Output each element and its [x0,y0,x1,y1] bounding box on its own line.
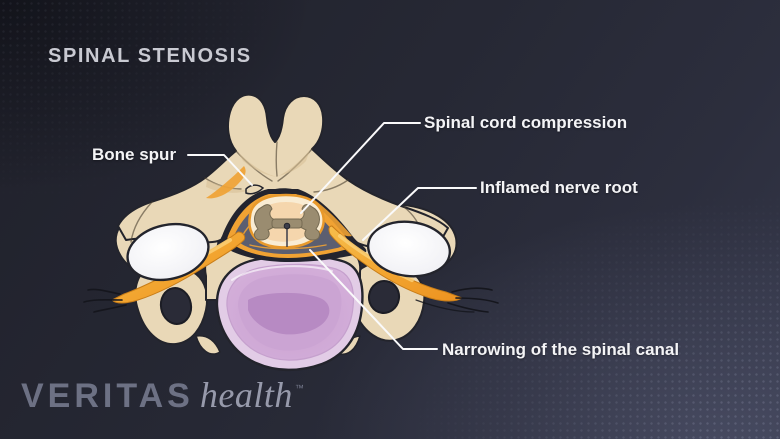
veritas-health-logo: VERITAS health ™ [21,374,304,416]
nerve-fibers-right [415,287,499,313]
spinal-cord [248,193,325,249]
disc-highlight [231,265,333,281]
leader-line-narrowing [309,249,438,350]
bone-tubercle-left [195,334,221,355]
gray-matter [253,204,321,241]
facet-joint-right [366,220,452,278]
nerve-fibers-left [83,288,127,313]
page-title: SPINAL STENOSIS [48,45,252,67]
leader-line-inflamed-root [362,187,477,241]
bone-spur [245,184,265,195]
label-spinal-cord-compression: Spinal cord compression [424,113,628,132]
transverse-foramen-left [159,287,193,325]
label-bone-spur: Bone spur [92,145,177,164]
leader-line-bone-spur [187,154,253,186]
label-narrowing-spinal-canal: Narrowing of the spinal canal [442,340,680,359]
transverse-foramen-right [367,280,401,314]
leader-lines [187,122,477,350]
disc-nucleus [248,292,330,335]
central-canal [283,222,291,230]
inflammation-streak-right [311,198,352,237]
leader-line-cord-compression [300,122,421,214]
logo-brand-text: VERITAS [21,377,194,415]
logo-suffix-text: health [199,375,293,415]
trademark-symbol: ™ [294,383,304,393]
label-inflamed-nerve-root: Inflamed nerve root [480,178,638,197]
inflammation-streak-left [206,166,246,199]
facet-joint-left [126,222,210,282]
intervertebral-disc [215,254,364,372]
